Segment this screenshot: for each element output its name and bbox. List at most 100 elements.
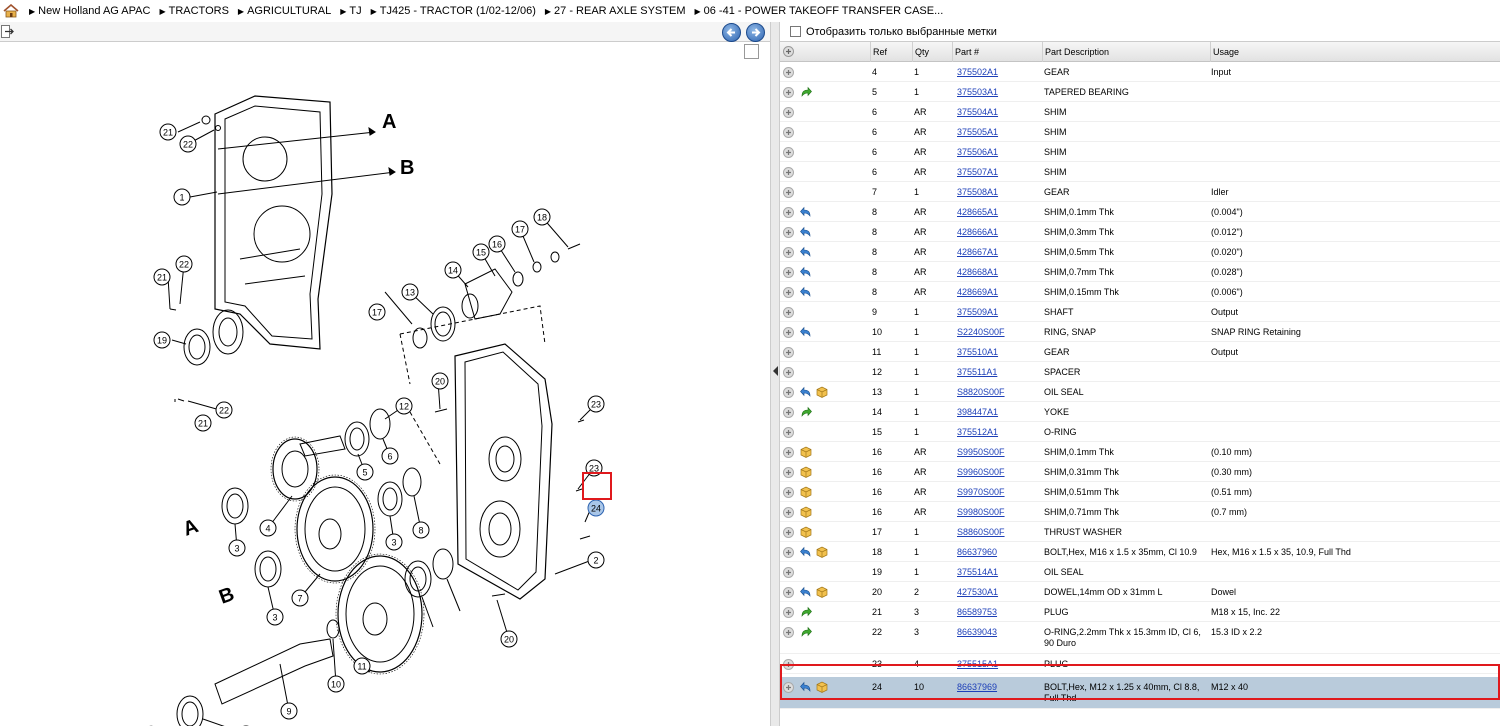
forward-button[interactable] xyxy=(746,23,765,42)
callout-15[interactable]: 15 xyxy=(472,243,490,261)
part-number-link[interactable]: 375514A1 xyxy=(957,567,999,577)
part-number-link[interactable]: 375504A1 xyxy=(957,107,999,117)
callout-7[interactable]: 7 xyxy=(291,589,309,607)
package-icon[interactable] xyxy=(816,386,828,398)
exploded-parts-diagram[interactable]: A B A B C 123333456789101112131415161717… xyxy=(0,44,770,726)
alternate-arrow-icon[interactable] xyxy=(800,246,812,258)
expand-row-icon[interactable] xyxy=(783,367,794,378)
alternate-arrow-icon[interactable] xyxy=(800,266,812,278)
callout-12[interactable]: 12 xyxy=(395,397,413,415)
package-icon[interactable] xyxy=(800,446,812,458)
expand-row-icon[interactable] xyxy=(783,127,794,138)
callout-3[interactable]: 3 xyxy=(228,539,246,557)
part-number-link[interactable]: S2240S00F xyxy=(957,327,1005,337)
part-number-link[interactable]: 428669A1 xyxy=(957,287,999,297)
alternate-arrow-icon[interactable] xyxy=(800,206,812,218)
column-header-qty[interactable]: Qty xyxy=(912,42,952,62)
breadcrumb-item[interactable]: ▶AGRICULTURAL xyxy=(238,5,331,17)
pane-splitter[interactable] xyxy=(770,22,780,726)
callout-22[interactable]: 22 xyxy=(215,401,233,419)
callout-2[interactable]: 2 xyxy=(587,551,605,569)
callout-14[interactable]: 14 xyxy=(444,261,462,279)
breadcrumb-item[interactable]: ▶TJ425 - TRACTOR (1/02-12/06) xyxy=(371,5,536,17)
column-header-usage[interactable]: Usage xyxy=(1210,42,1500,62)
alternate-arrow-icon[interactable] xyxy=(800,586,812,598)
column-header-part[interactable]: Part # xyxy=(952,42,1042,62)
expand-row-icon[interactable] xyxy=(783,267,794,278)
expand-row-icon[interactable] xyxy=(783,487,794,498)
expand-row-icon[interactable] xyxy=(783,682,794,693)
part-number-link[interactable]: 375512A1 xyxy=(957,427,999,437)
home-icon[interactable] xyxy=(3,4,19,18)
expand-row-icon[interactable] xyxy=(783,547,794,558)
alternate-arrow-icon[interactable] xyxy=(800,386,812,398)
expand-row-icon[interactable] xyxy=(783,167,794,178)
part-number-link[interactable]: 375511A1 xyxy=(957,367,998,377)
expand-row-icon[interactable] xyxy=(783,207,794,218)
expand-row-icon[interactable] xyxy=(783,327,794,338)
callout-11[interactable]: 11 xyxy=(353,657,371,675)
callout-9[interactable]: 9 xyxy=(280,702,298,720)
diagram-zoom-toggle[interactable] xyxy=(744,44,759,59)
expand-row-icon[interactable] xyxy=(783,287,794,298)
breadcrumb-item[interactable]: ▶TRACTORS xyxy=(159,5,228,17)
callout-6[interactable]: 6 xyxy=(381,447,399,465)
expand-row-icon[interactable] xyxy=(783,387,794,398)
collapse-arrow-icon[interactable] xyxy=(773,366,778,376)
expand-row-icon[interactable] xyxy=(783,527,794,538)
callout-17[interactable]: 17 xyxy=(511,220,529,238)
package-icon[interactable] xyxy=(800,526,812,538)
part-number-link[interactable]: 375507A1 xyxy=(957,167,999,177)
package-icon[interactable] xyxy=(800,486,812,498)
part-number-link[interactable]: 375515A1 xyxy=(957,659,999,669)
part-number-link[interactable]: S9950S00F xyxy=(957,447,1005,457)
callout-21[interactable]: 21 xyxy=(159,123,177,141)
replacement-arrow-icon[interactable] xyxy=(800,626,812,638)
callout-13[interactable]: 13 xyxy=(401,283,419,301)
part-number-link[interactable]: S8860S00F xyxy=(957,527,1005,537)
expand-row-icon[interactable] xyxy=(783,627,794,638)
package-icon[interactable] xyxy=(800,466,812,478)
callout-20[interactable]: 20 xyxy=(500,630,518,648)
diagram-callouts[interactable]: 1233334567891011121314151617171819202021… xyxy=(153,123,605,726)
package-icon[interactable] xyxy=(816,586,828,598)
expand-row-icon[interactable] xyxy=(783,187,794,198)
expand-row-icon[interactable] xyxy=(783,467,794,478)
callout-21[interactable]: 21 xyxy=(153,268,171,286)
alternate-arrow-icon[interactable] xyxy=(800,326,812,338)
replacement-arrow-icon[interactable] xyxy=(800,606,812,618)
callout-4[interactable]: 4 xyxy=(259,519,277,537)
alternate-arrow-icon[interactable] xyxy=(800,546,812,558)
column-header-ref[interactable]: Ref xyxy=(870,42,912,62)
expand-row-icon[interactable] xyxy=(783,427,794,438)
export-icon[interactable] xyxy=(1,25,14,38)
part-number-link[interactable]: 375509A1 xyxy=(957,307,999,317)
part-number-link[interactable]: 375503A1 xyxy=(957,87,999,97)
part-number-link[interactable]: 428666A1 xyxy=(957,227,999,237)
part-number-link[interactable]: S8820S00F xyxy=(957,387,1005,397)
callout-22[interactable]: 22 xyxy=(179,135,197,153)
expand-row-icon[interactable] xyxy=(783,107,794,118)
part-number-link[interactable]: S9980S00F xyxy=(957,507,1005,517)
package-icon[interactable] xyxy=(816,546,828,558)
part-number-link[interactable]: 375505A1 xyxy=(957,127,999,137)
expand-row-icon[interactable] xyxy=(783,87,794,98)
part-number-link[interactable]: 86637960 xyxy=(957,547,998,557)
